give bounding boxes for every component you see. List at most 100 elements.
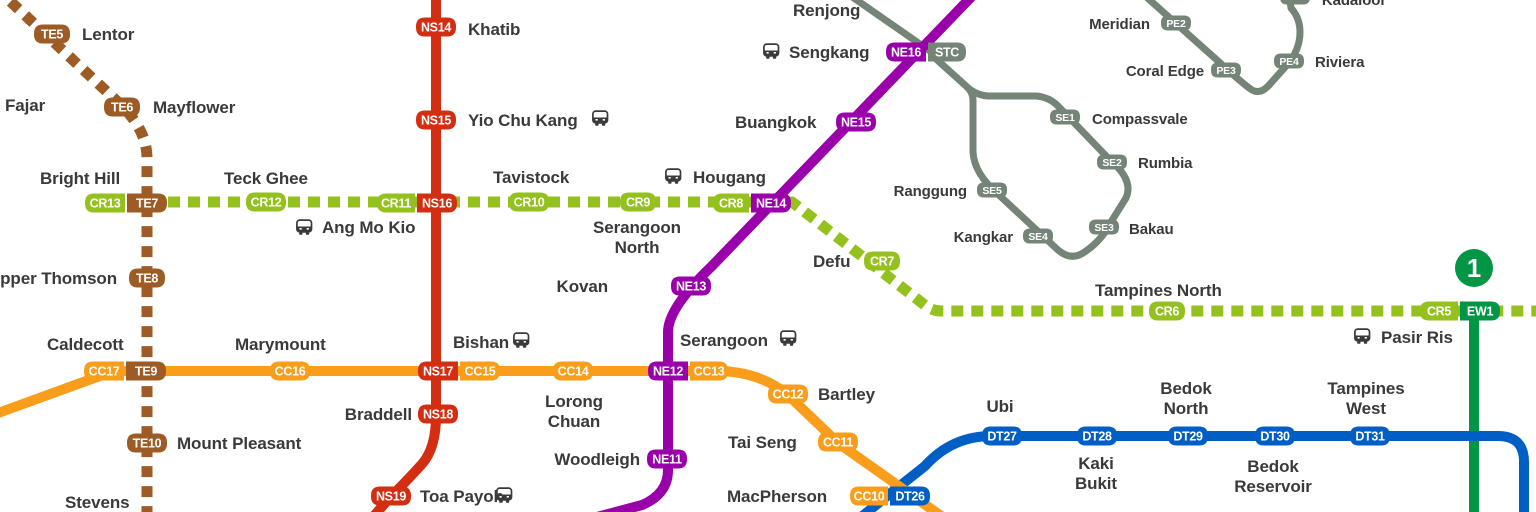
station-label: Buangkok — [735, 113, 817, 132]
bus-icon — [1354, 328, 1371, 344]
station-code-box-CR11 — [377, 193, 415, 213]
station-bakau[interactable]: SE3 — [1089, 219, 1119, 235]
station-label: Sengkang — [789, 43, 869, 62]
station-code-box-CC11 — [818, 432, 858, 452]
station-code-box-CR10 — [509, 192, 549, 212]
station-code-box-NE16 — [886, 42, 926, 62]
station-code: NS19 — [376, 490, 406, 504]
station-khatib[interactable]: NS14 — [416, 17, 456, 37]
station-yio-chu-kang[interactable]: NS15 — [416, 110, 456, 130]
station-code-box-NS19 — [371, 486, 411, 506]
station-code-box-TE5 — [34, 24, 70, 44]
station-label: Upper Thomson — [0, 269, 117, 288]
station-code-box-STC — [928, 42, 966, 62]
station-code: PE3 — [1216, 65, 1236, 77]
station-label: Fajar — [5, 96, 46, 115]
station-code: DT30 — [1260, 430, 1290, 444]
station-code: SE5 — [982, 185, 1002, 197]
station-code: EW1 — [1467, 305, 1494, 319]
station-riviera[interactable]: PE4 — [1274, 53, 1304, 69]
station-tai-seng[interactable]: CC11 — [818, 432, 858, 452]
station-label: Meridian — [1089, 16, 1150, 33]
station-rumbia[interactable]: SE2 — [1097, 154, 1127, 170]
station-code-box-CR9 — [620, 192, 656, 212]
line-north-south-line — [370, 0, 441, 512]
station-label: Teck Ghee — [224, 169, 308, 188]
station-mount-pleasant[interactable]: TE10 — [127, 433, 167, 453]
station-bartley[interactable]: CC12 — [768, 384, 808, 404]
station-label: Bishan — [453, 333, 509, 352]
station-code-box-CC16 — [270, 361, 310, 381]
station-code: CR6 — [1155, 305, 1179, 319]
station-kaki-bukit[interactable]: DT28 — [1077, 426, 1117, 446]
station-label: Kangkar — [954, 229, 1014, 246]
station-code-box-CR12 — [246, 192, 286, 212]
station-code-box-SE2 — [1097, 154, 1127, 170]
line-downtown-line — [859, 431, 1529, 512]
station-mayflower[interactable]: TE6 — [104, 97, 140, 117]
station-caldecott[interactable]: CC17 TE9 — [84, 361, 166, 381]
station-coral-edge[interactable]: PE3 — [1211, 62, 1241, 78]
station-code-box-NE12 — [648, 361, 688, 381]
station-code: NS15 — [421, 114, 451, 128]
station-label: Ang Mo Kio — [322, 218, 415, 237]
station-tampines-north[interactable]: CR6 — [1149, 301, 1185, 321]
station-braddell[interactable]: NS18 — [418, 404, 458, 424]
station-serangoon-north[interactable]: CR9 — [620, 192, 656, 212]
station-code: CR13 — [90, 197, 121, 211]
line-punggol-lrt-east-loop — [1144, 0, 1304, 95]
station-tampines-west[interactable]: DT31 — [1350, 426, 1390, 446]
station-code-box-CC10 — [850, 486, 888, 506]
station-kangkar[interactable]: SE4 — [1023, 228, 1053, 244]
station-label: MacPherson — [727, 487, 827, 506]
station-bedok-north[interactable]: DT29 — [1168, 426, 1208, 446]
station-label: Tavistock — [493, 168, 570, 187]
station-ranggung[interactable]: SE5 — [977, 182, 1007, 198]
station-code: CC17 — [89, 365, 120, 379]
station-code: TE9 — [135, 365, 157, 379]
station-label: Mayflower — [153, 98, 236, 117]
station-code-box-SE5 — [977, 182, 1007, 198]
station-code-box-DT29 — [1168, 426, 1208, 446]
bus-icon — [665, 168, 682, 184]
station-bedok-reservoir[interactable]: DT30 — [1255, 426, 1295, 446]
station-woodleigh[interactable]: NE11 — [647, 449, 687, 469]
station-label: Marymount — [235, 335, 326, 354]
station-ubi[interactable]: DT27 — [982, 426, 1022, 446]
station-upper-thomson[interactable]: TE8 — [129, 268, 165, 288]
station-toa-payoh[interactable]: NS19 — [371, 486, 411, 506]
station-code: TE6 — [111, 101, 133, 115]
station-label: Toa Payoh — [420, 487, 504, 506]
station-label: Ranggung — [894, 183, 967, 200]
station-compassvale[interactable]: SE1 — [1050, 109, 1080, 125]
station-tavistock[interactable]: CR10 — [509, 192, 549, 212]
station-lorong-chuan[interactable]: CC14 — [553, 361, 593, 381]
station-label: Rumbia — [1138, 155, 1193, 172]
station-marymount[interactable]: CC16 — [270, 361, 310, 381]
station-code-box-CC14 — [553, 361, 593, 381]
station-buangkok[interactable]: NE15 — [836, 112, 876, 132]
line-sengkang-lrt-east-loop — [932, 55, 1132, 260]
station-meridian[interactable]: PE2 — [1161, 15, 1191, 31]
station-lentor[interactable]: TE5 — [34, 24, 70, 44]
station-teck-ghee[interactable]: CR12 — [246, 192, 286, 212]
station-defu[interactable]: CR7 — [864, 251, 900, 271]
station-kovan[interactable]: NE13 — [671, 276, 711, 296]
station-code: TE5 — [41, 28, 63, 42]
station-label: Bakau — [1129, 221, 1174, 238]
station-kadaloor-partial[interactable] — [1280, 0, 1310, 5]
station-code-box-TE6 — [104, 97, 140, 117]
station-label: Mount Pleasant — [177, 434, 302, 453]
bus-icon — [780, 330, 797, 346]
station-code-box-EW1 — [1460, 301, 1500, 321]
station-code-box-DT27 — [982, 426, 1022, 446]
